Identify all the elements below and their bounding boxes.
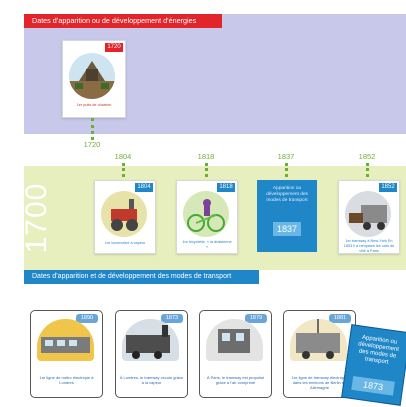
- compressed-air-tramway-card-1879[interactable]: 1879 À Paris, le tramway est propulsé gr…: [199, 310, 272, 398]
- coal-mine-illustration: [69, 53, 115, 99]
- info-card-year: 1837: [273, 222, 301, 236]
- year-tag: 1890: [76, 314, 98, 323]
- bottom-card-caption: À Paris, le tramway est propulsé grâce à…: [206, 375, 265, 386]
- info-tile-text: Apparition ou développement des modes de…: [357, 334, 400, 366]
- timeline-year-1837: 1837: [277, 152, 295, 161]
- compressed-air-tramway-illustration: [206, 319, 263, 361]
- connector-dots: [122, 163, 128, 177]
- transport-card-draisienne[interactable]: 1818 1re bicyclette, « la draisienne »: [176, 180, 238, 254]
- energy-section-header: Dates d’apparition ou de développement d…: [24, 14, 222, 28]
- horse-tramway-illustration: [345, 191, 391, 237]
- century-label: 1700: [20, 182, 53, 254]
- timeline-year-1720: 1720: [83, 140, 101, 149]
- electric-tramway-illustration: [290, 319, 347, 361]
- year-tag: 1804: [135, 183, 153, 192]
- bottom-card-caption: 1re ligne de tramway électrique dans les…: [291, 375, 348, 391]
- transport-card-caption: 1re locomotive à vapeur: [104, 241, 146, 245]
- connector-dots: [285, 163, 291, 177]
- connector-dots: [91, 118, 97, 140]
- timeline-year-1818: 1818: [197, 152, 215, 161]
- metro-card-1890[interactable]: 1890 1re ligne de métro électrique à Lon…: [30, 310, 103, 398]
- transport-info-tile[interactable]: Apparition ou développement des modes de…: [341, 324, 406, 406]
- steam-locomotive-illustration: [101, 191, 147, 237]
- year-tag: 1873: [161, 314, 183, 323]
- metro-train-illustration: [37, 319, 94, 361]
- connector-dots: [366, 163, 372, 177]
- transport-section-header: Dates d’apparition et de développement d…: [24, 270, 259, 284]
- timeline-year-1804: 1804: [114, 152, 132, 161]
- year-tag: 1879: [245, 314, 267, 323]
- steam-tramway-illustration: [122, 319, 179, 361]
- info-tile-year: 1873: [351, 375, 395, 396]
- draisienne-illustration: [183, 191, 229, 237]
- year-tag: 1720: [105, 43, 123, 52]
- timeline-year-1852: 1852: [358, 152, 376, 161]
- transport-card-steam-locomotive[interactable]: 1804 1re locomotive à vapeur: [94, 180, 156, 254]
- bottom-card-caption: À Londres, le tramway circule grâce à la…: [119, 375, 184, 386]
- energy-card-coal-mine[interactable]: 1720 1er puits de charbon: [62, 40, 126, 118]
- connector-dots: [205, 163, 211, 177]
- transport-card-new-york-tramway[interactable]: 1852 1er tramway à New-York En 1853 il a…: [338, 180, 400, 254]
- steam-tramway-card-1873[interactable]: 1873 À Londres, le tramway circule grâce…: [115, 310, 188, 398]
- timeline-strip: [24, 134, 406, 166]
- transport-info-card[interactable]: Apparition ou développement des modes de…: [257, 180, 317, 252]
- transport-card-caption: 1er tramway à New-York En 1853 il a remp…: [343, 239, 395, 253]
- transport-card-caption: 1re bicyclette, « la draisienne »: [182, 240, 232, 249]
- info-card-text: Apparition ou développement des modes de…: [266, 186, 308, 203]
- bottom-card-caption: 1re ligne de métro électrique à Londres: [39, 375, 94, 386]
- year-tag: 1881: [329, 314, 351, 323]
- year-tag: 1852: [379, 183, 397, 192]
- year-tag: 1818: [217, 183, 235, 192]
- energy-card-caption: 1er puits de charbon: [76, 103, 112, 107]
- electric-tramway-card-1881[interactable]: 1881 1re ligne de tramway électrique dan…: [283, 310, 356, 398]
